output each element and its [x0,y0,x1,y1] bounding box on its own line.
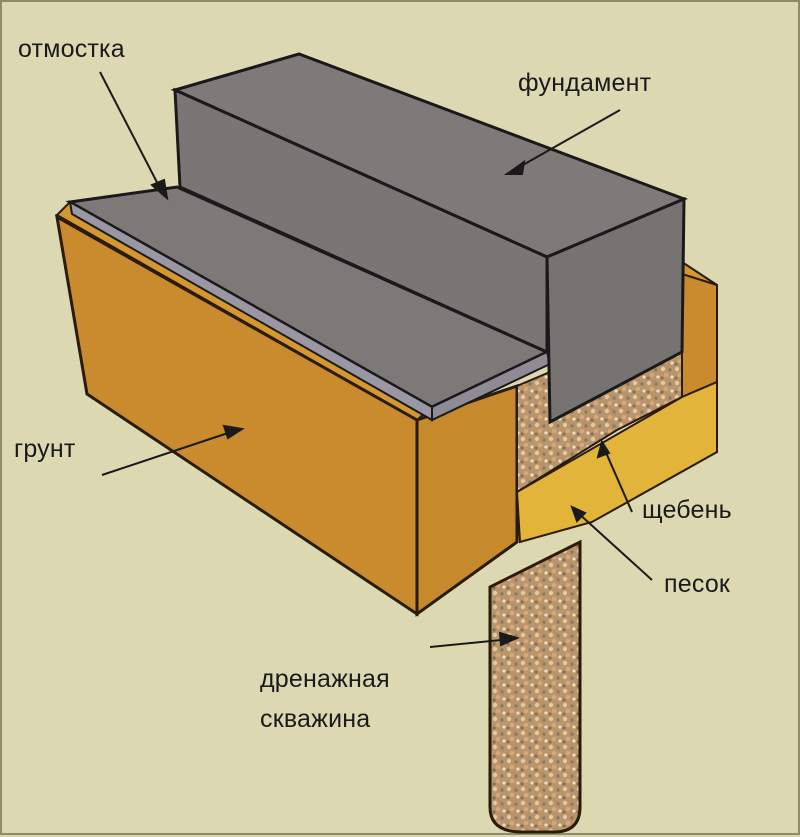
arrowhead-icon [222,424,245,440]
arrowhead-icon [498,631,520,647]
label-blind-area: отмостка [18,35,125,63]
label-soil: грунт [14,435,76,463]
sand-arrow [576,511,653,581]
sand-layer [515,380,718,544]
blind-area-slab [65,185,552,422]
foundation-arrow [513,109,621,171]
drain-well-arrow [429,638,513,648]
label-crushed-stone: щебень [642,496,732,524]
arrowhead-icon [150,178,169,201]
label-foundation: фундамент [518,69,652,97]
arrowhead-icon [596,439,611,459]
blind-area-arrow [99,71,163,193]
foundation-block [170,52,689,425]
drainage-well [488,539,582,834]
label-drain-well-line1: дренажная [260,665,390,693]
soil-arrow [101,429,238,476]
crushed-stone-arrow [603,447,633,513]
leader-lines [99,71,653,648]
label-drain-well-line2: скважина [260,705,371,733]
label-sand: песок [664,570,731,598]
arrowhead-icon [503,159,526,175]
arrowhead-icon [570,505,587,523]
